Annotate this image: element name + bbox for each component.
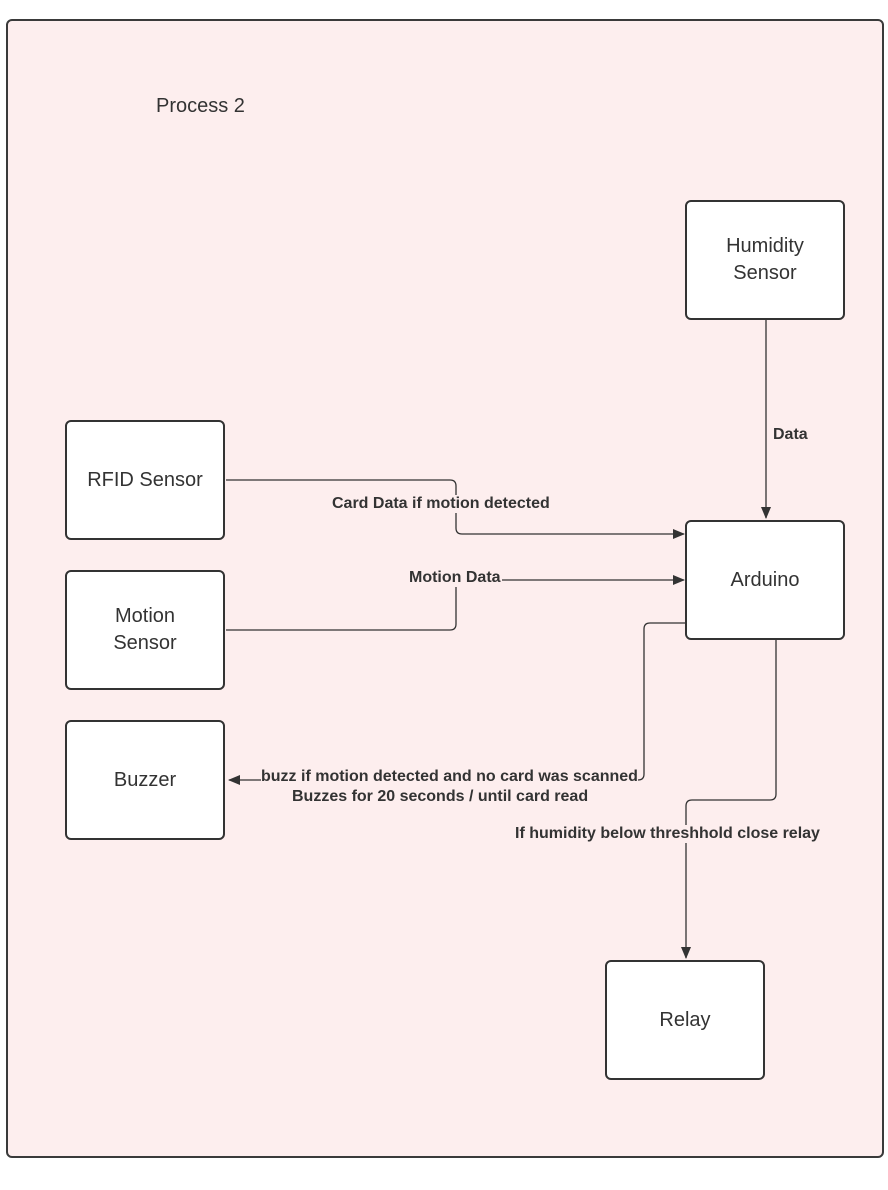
- node-label-line: Sensor: [113, 632, 177, 654]
- node-rfid-sensor: RFID Sensor: [65, 420, 225, 540]
- node-buzzer: Buzzer: [65, 720, 225, 840]
- edge-label-card-data: Card Data if motion detected: [330, 495, 552, 513]
- node-label: Relay: [659, 1008, 711, 1031]
- edge-label-motion-data: Motion Data: [408, 569, 502, 587]
- node-label: Arduino: [730, 568, 800, 591]
- edge-arduino-to-buzzer: [228, 622, 686, 785]
- node-label: RFID Sensor: [87, 468, 203, 491]
- edge-label-buzz-condition: buzz if motion detected and no card was …: [261, 768, 638, 786]
- edge-arduino-to-relay: [681, 640, 777, 959]
- diagram-title: Process 2: [156, 95, 245, 117]
- node-arduino: Arduino: [685, 520, 845, 640]
- edge-label-relay-condition: If humidity below threshhold close relay: [515, 825, 820, 843]
- node-relay: Relay: [605, 960, 765, 1080]
- node-label-line: Sensor: [733, 262, 797, 284]
- node-label: Buzzer: [113, 768, 177, 791]
- edge-motion-to-arduino: [226, 575, 685, 631]
- edge-label-buzz-duration: Buzzes for 20 seconds / until card read: [292, 788, 589, 806]
- node-label-line: Motion: [114, 605, 176, 627]
- node-label-line: Humidity: [726, 235, 804, 257]
- edge-label-data: Data: [773, 426, 808, 443]
